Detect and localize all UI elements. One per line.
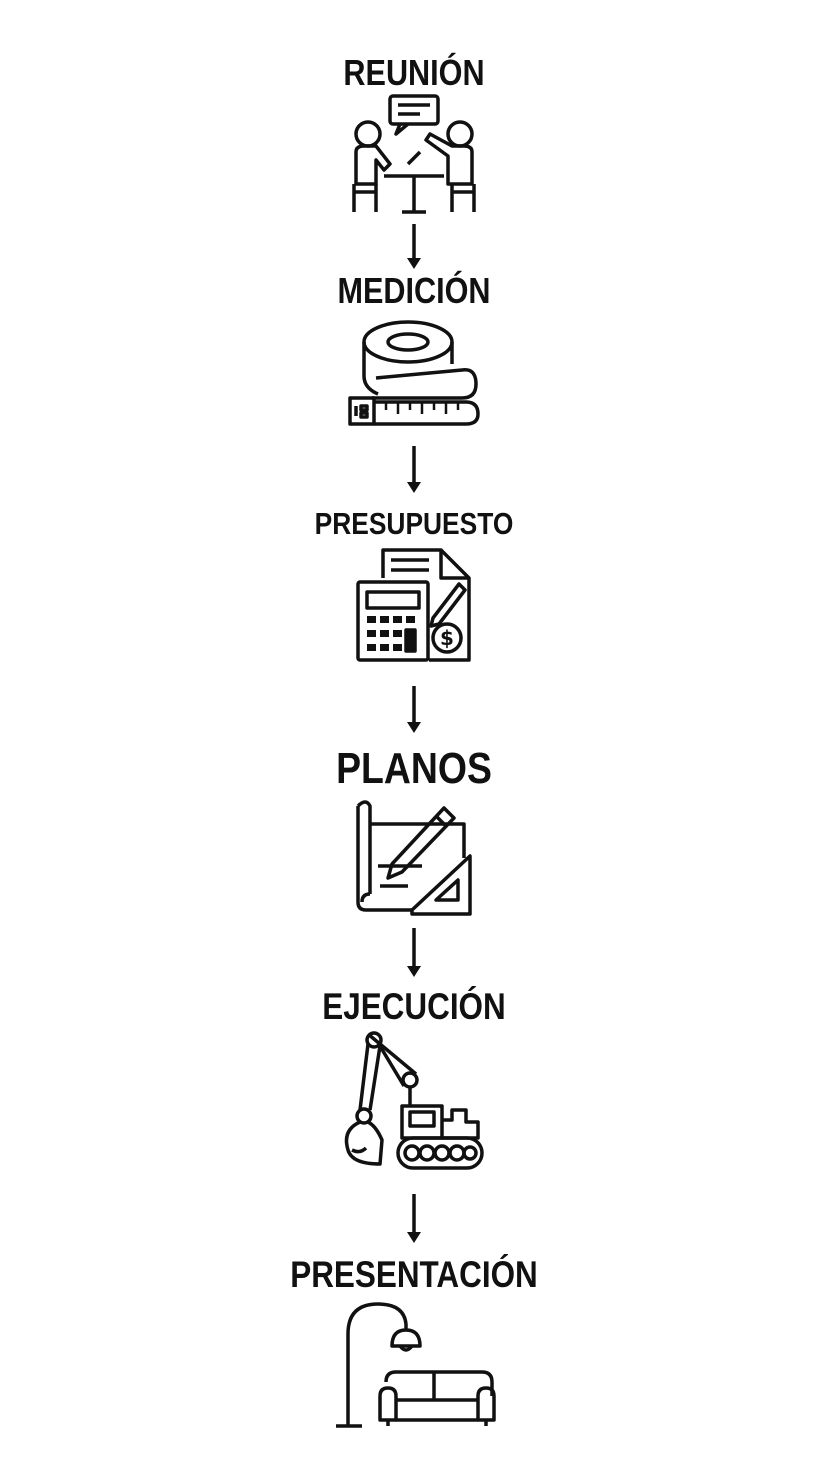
blueprint-icon <box>352 798 476 918</box>
arrow-down-icon <box>404 224 424 275</box>
budget-calculator-icon: $ <box>355 548 475 664</box>
svg-text:$: $ <box>440 626 454 650</box>
arrow-down-icon <box>404 686 424 739</box>
step-label-presupuesto: PRESUPUESTO <box>314 506 514 541</box>
step-label-planos: PLANOS <box>336 744 492 793</box>
arrow-down-icon <box>404 1194 424 1249</box>
lamp-sofa-icon <box>332 1300 498 1430</box>
arrow-down-icon <box>404 928 424 983</box>
step-label-presentacion: PRESENTACIÓN <box>290 1254 538 1295</box>
excavator-icon <box>340 1030 486 1172</box>
arrow-down-icon <box>404 446 424 499</box>
measuring-tape-icon <box>346 318 480 432</box>
meeting-icon <box>350 94 478 216</box>
step-label-medicion: MEDICIÓN <box>337 270 491 311</box>
step-label-reunion: REUNIÓN <box>343 52 485 93</box>
step-label-ejecucion: EJECUCIÓN <box>322 986 506 1027</box>
